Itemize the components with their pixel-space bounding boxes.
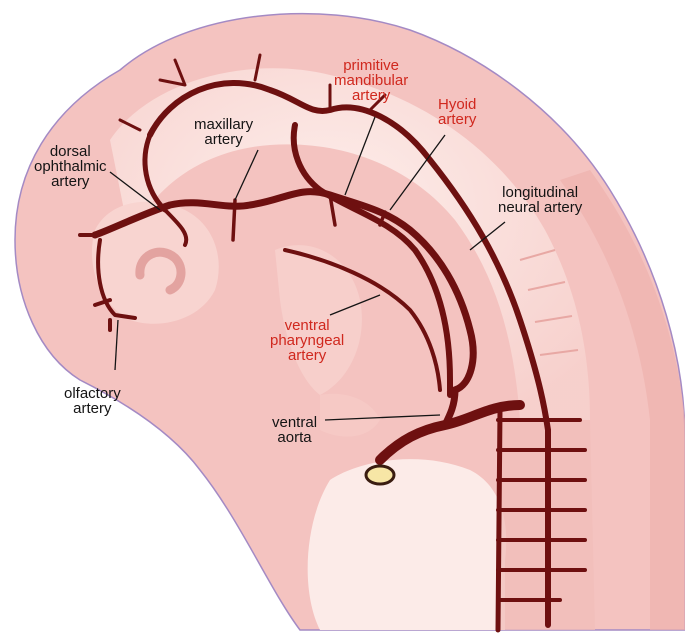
label-maxillary-artery: maxillary artery — [194, 117, 253, 147]
aorta-descent — [495, 407, 503, 633]
frontal-branches — [78, 208, 189, 332]
dorsal-rim — [560, 170, 685, 630]
pharyngeal-arch-2 — [320, 393, 380, 437]
label-longitudinal-neural-artery: longitudinal neural artery — [498, 185, 582, 215]
label-line: ventral — [284, 317, 330, 334]
ventral-pharyngeal-vessel — [283, 248, 442, 392]
optic-vesicle — [135, 247, 186, 295]
head-inner-band — [110, 68, 590, 421]
label-line: artery — [351, 87, 391, 104]
label-line: artery — [287, 347, 327, 364]
upper-dorsal-branch — [142, 132, 168, 213]
label-line: primitive — [343, 57, 400, 74]
head-top-twigs — [118, 53, 387, 132]
label-olfactory-artery: olfactory artery — [64, 386, 121, 416]
label-line: neural artery — [498, 199, 583, 216]
longitudinal-neural-artery — [147, 79, 551, 628]
label-hyoid-artery: Hyoid artery — [438, 97, 476, 127]
label-line: mandibular — [334, 72, 409, 89]
arteries — [78, 53, 587, 633]
somite-lines — [519, 249, 579, 356]
label-ventral-pharyngeal-artery: ventral pharyngeal artery — [270, 318, 344, 363]
hyoid-arch-vessel — [290, 122, 453, 398]
pharyngeal-arch-1 — [275, 245, 362, 395]
label-line: dorsal — [49, 143, 91, 160]
label-line: artery — [204, 131, 243, 148]
label-dorsal-ophthalmic-artery: dorsal ophthalmic artery — [34, 144, 107, 189]
forebrain-bulge — [91, 201, 219, 324]
label-line: artery — [438, 111, 477, 128]
hyoid-branch — [378, 210, 387, 227]
intersegmental-branches — [496, 418, 587, 602]
cardiac-region — [307, 459, 507, 630]
ventral-aorta-stem — [441, 386, 459, 429]
maxillary-branch — [231, 198, 237, 242]
label-line: Hyoid — [438, 96, 477, 113]
mandibular-branch — [328, 193, 337, 227]
label-line: aorta — [277, 429, 312, 446]
label-line: longitudinal — [502, 184, 579, 201]
label-line: artery — [73, 400, 112, 417]
label-ventral-aorta: ventral aorta — [272, 415, 317, 445]
leader-lines — [109, 116, 506, 421]
label-line: olfactory — [64, 385, 121, 402]
label-line: ventral — [272, 414, 318, 431]
outflow-opening — [364, 464, 396, 486]
label-line: maxillary — [194, 116, 254, 133]
label-line: ophthalmic — [34, 158, 107, 175]
label-line: artery — [51, 173, 90, 190]
label-line: pharyngeal — [270, 332, 345, 349]
label-primitive-mandibular-artery: primitive mandibular artery — [334, 58, 408, 103]
